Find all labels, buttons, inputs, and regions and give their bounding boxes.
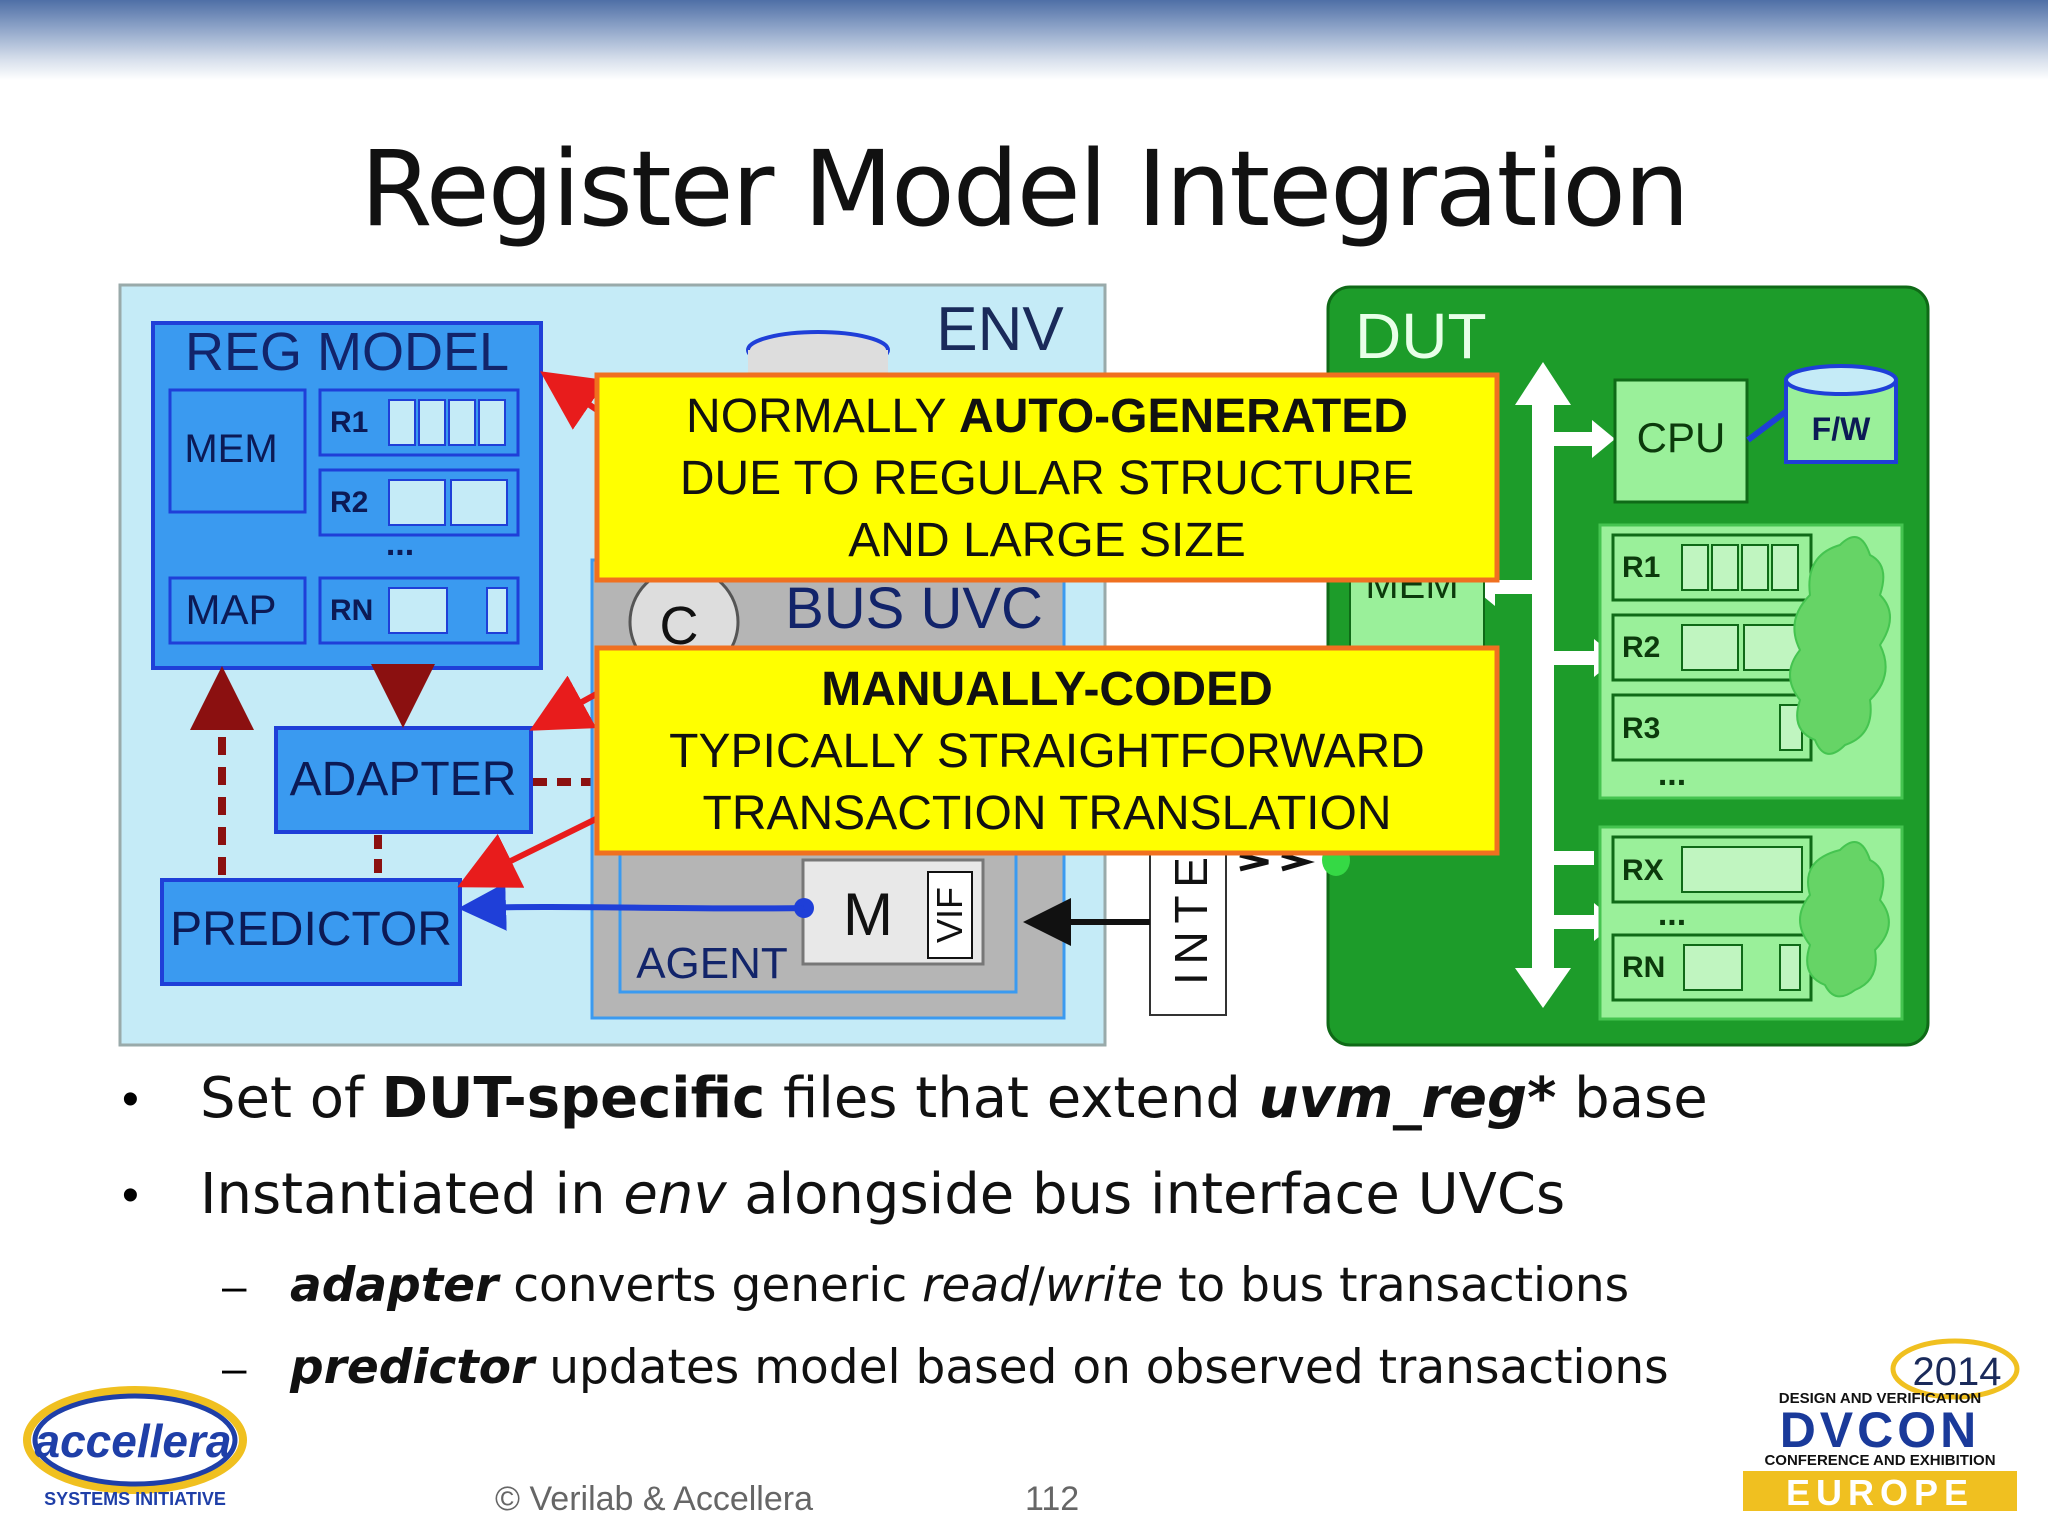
svg-text:2014: 2014: [1913, 1350, 2002, 1394]
svg-text:...: ...: [1658, 755, 1686, 793]
svg-text:AND LARGE SIZE: AND LARGE SIZE: [848, 514, 1245, 567]
env-label: ENV: [936, 295, 1064, 364]
svg-text:PREDICTOR: PREDICTOR: [170, 903, 452, 956]
svg-text:MANUALLY-CODED: MANUALLY-CODED: [821, 663, 1273, 716]
bullet-1: Set of DUT-specific files that extend uv…: [200, 1066, 1708, 1131]
svg-text:EUROPE: EUROPE: [1786, 1472, 1974, 1513]
bullet-dot: •: [122, 1073, 139, 1126]
svg-text:...: ...: [386, 525, 414, 563]
svg-text:...: ...: [1658, 895, 1686, 933]
predictor-block: PREDICTOR: [160, 878, 462, 986]
cloud-shape-1: [1789, 536, 1891, 755]
map-label: MAP: [185, 586, 276, 633]
callout2-arrow-predictor: [457, 815, 600, 888]
top-banner: [0, 0, 2048, 80]
dvcon-logo: 2014 DESIGN AND VERIFICATION DVCON CONFE…: [1743, 1338, 2020, 1513]
svg-text:accellera: accellera: [35, 1415, 232, 1467]
svg-text:R1: R1: [330, 406, 368, 439]
svg-text:SYSTEMS INITIATIVE: SYSTEMS INITIATIVE: [44, 1489, 226, 1509]
slide-title: Register Model Integration: [360, 128, 1690, 250]
svg-text:CONFERENCE AND EXHIBITION: CONFERENCE AND EXHIBITION: [1764, 1452, 1995, 1469]
mem-label: MEM: [184, 427, 277, 471]
callout-auto-generated: NORMALLY AUTO-GENERATED DUE TO REGULAR S…: [594, 372, 1500, 583]
footer-copyright: © Verilab & Accellera: [495, 1480, 813, 1518]
sub-bullet-2: predictor updates model based on observe…: [290, 1340, 1669, 1395]
svg-text:DVCON: DVCON: [1780, 1402, 1981, 1458]
svg-text:ADAPTER: ADAPTER: [290, 753, 517, 806]
svg-text:CPU: CPU: [1637, 414, 1726, 461]
svg-text:R3: R3: [1622, 712, 1660, 745]
bullet-dot: •: [122, 1169, 139, 1222]
map-block: [168, 576, 307, 645]
svg-text:VIF: VIF: [929, 887, 970, 943]
sub-bullet-dash: –: [222, 1344, 247, 1393]
dut-label: DUT: [1355, 300, 1487, 372]
svg-text:F/W: F/W: [1812, 411, 1871, 447]
page-number: 112: [1025, 1480, 1080, 1518]
svg-text:TRANSACTION TRANSLATION: TRANSACTION TRANSLATION: [703, 787, 1392, 840]
adapter-block: ADAPTER: [274, 726, 533, 834]
sub-bullet-1: adapter converts generic read/write to b…: [290, 1258, 1630, 1313]
reg-model-box: REG MODEL MEM MAP R1 R2 ... RN: [151, 321, 543, 670]
mem-block: [168, 388, 307, 514]
svg-text:R1: R1: [1622, 551, 1660, 584]
bullet-2: Instantiated in env alongside bus interf…: [200, 1162, 1566, 1227]
callout-manually-coded: MANUALLY-CODED TYPICALLY STRAIGHTFORWARD…: [594, 645, 1500, 856]
monitor-predictor-arrow: [458, 882, 805, 931]
svg-text:M: M: [843, 881, 893, 948]
accellera-logo: accellera SYSTEMS INITIATIVE: [23, 1386, 247, 1509]
cloud-shape-2: [1799, 841, 1890, 998]
reg-model-label: REG MODEL: [185, 322, 509, 382]
vif-box: [927, 871, 973, 959]
svg-text:DUE TO REGULAR STRUCTURE: DUE TO REGULAR STRUCTURE: [680, 452, 1414, 505]
svg-text:RX: RX: [1622, 854, 1664, 887]
svg-text:R2: R2: [330, 486, 368, 519]
svg-text:TYPICALLY STRAIGHTFORWARD: TYPICALLY STRAIGHTFORWARD: [669, 725, 1425, 778]
sub-bullet-dash: –: [222, 1262, 247, 1311]
svg-text:RN: RN: [330, 594, 373, 627]
svg-text:DESIGN AND VERIFICATION: DESIGN AND VERIFICATION: [1779, 1390, 1982, 1407]
bus-uvc-label: BUS UVC: [785, 576, 1043, 641]
svg-text:R2: R2: [1622, 631, 1660, 664]
callout2-arrow-adapter: [529, 675, 602, 731]
svg-text:AGENT: AGENT: [636, 939, 788, 988]
callout1-arrow: [540, 371, 607, 430]
cpu-block: [1613, 378, 1749, 504]
svg-text:NORMALLY AUTO-GENERATED: NORMALLY AUTO-GENERATED: [686, 390, 1408, 443]
svg-text:RN: RN: [1622, 951, 1665, 984]
